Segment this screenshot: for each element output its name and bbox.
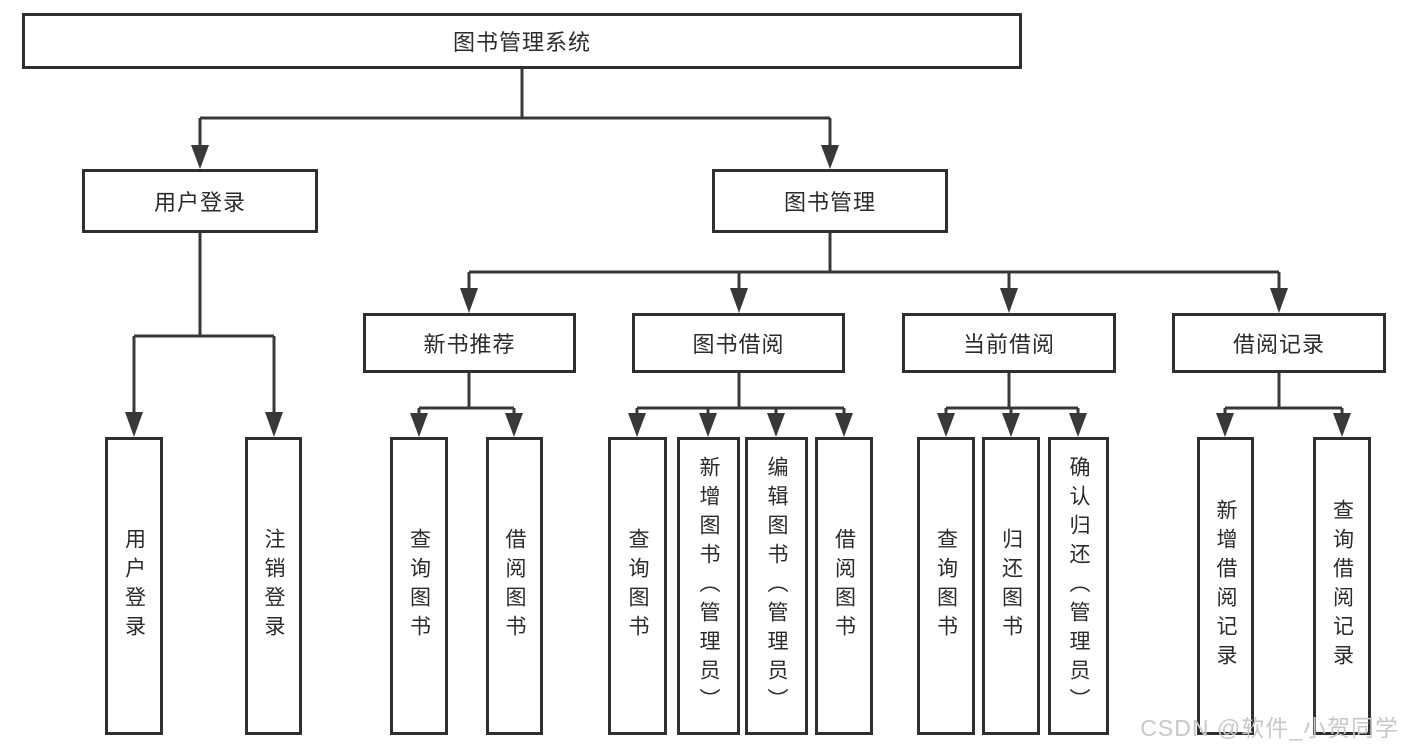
node-bb-query-books: 查询图书 bbox=[608, 437, 667, 735]
node-bb-borrow-books-label: 借阅图书 bbox=[832, 528, 856, 644]
node-bb-edit-books-admin-label: 编辑图书（管理员） bbox=[765, 455, 788, 717]
node-bb-add-books-admin: 新增图书（管理员） bbox=[677, 437, 740, 735]
node-bb-add-books-admin-label: 新增图书（管理员） bbox=[697, 455, 720, 717]
node-user-login-group: 用户登录 bbox=[82, 169, 318, 233]
node-book-borrowing-label: 图书借阅 bbox=[692, 332, 785, 357]
node-book-borrowing: 图书借阅 bbox=[632, 313, 845, 373]
node-bb-query-books-label: 查询图书 bbox=[626, 528, 649, 644]
node-borrowing-records: 借阅记录 bbox=[1172, 313, 1386, 373]
node-user-login: 用户登录 bbox=[105, 437, 163, 735]
node-root-label: 图书管理系统 bbox=[452, 30, 591, 55]
node-cb-return-books-label: 归还图书 bbox=[999, 528, 1023, 644]
node-br-add-record-label: 新增借阅记录 bbox=[1214, 499, 1237, 673]
node-cb-return-books: 归还图书 bbox=[982, 437, 1040, 735]
node-br-add-record: 新增借阅记录 bbox=[1197, 437, 1254, 735]
node-nb-query-books: 查询图书 bbox=[390, 437, 448, 735]
node-cb-confirm-return-admin-label: 确认归还（管理员） bbox=[1067, 455, 1090, 717]
node-user-login-label: 用户登录 bbox=[122, 528, 146, 644]
node-borrowing-records-label: 借阅记录 bbox=[1232, 332, 1325, 357]
node-current-borrowing-label: 当前借阅 bbox=[962, 332, 1055, 357]
node-logout-label: 注销登录 bbox=[262, 528, 285, 644]
node-nb-borrow-books-label: 借阅图书 bbox=[503, 528, 526, 644]
node-current-borrowing: 当前借阅 bbox=[902, 313, 1116, 373]
csdn-watermark: CSDN @软件_小贺同学 bbox=[1140, 715, 1399, 741]
node-nb-borrow-books: 借阅图书 bbox=[486, 437, 543, 735]
node-br-query-record-label: 查询借阅记录 bbox=[1330, 499, 1354, 673]
node-book-management-label: 图书管理 bbox=[783, 190, 876, 215]
node-br-query-record: 查询借阅记录 bbox=[1313, 437, 1371, 735]
node-nb-query-books-label: 查询图书 bbox=[407, 528, 431, 644]
node-bb-edit-books-admin: 编辑图书（管理员） bbox=[745, 437, 808, 735]
node-cb-confirm-return-admin: 确认归还（管理员） bbox=[1048, 437, 1109, 735]
node-new-book-recommend-label: 新书推荐 bbox=[423, 332, 516, 357]
node-new-book-recommend: 新书推荐 bbox=[363, 313, 576, 373]
node-book-management: 图书管理 bbox=[712, 169, 948, 233]
node-user-login-group-label: 用户登录 bbox=[153, 190, 246, 215]
node-bb-borrow-books: 借阅图书 bbox=[815, 437, 873, 735]
node-logout: 注销登录 bbox=[245, 437, 302, 735]
node-cb-query-books-label: 查询图书 bbox=[934, 528, 958, 644]
node-root: 图书管理系统 bbox=[22, 13, 1022, 69]
node-cb-query-books: 查询图书 bbox=[917, 437, 975, 735]
